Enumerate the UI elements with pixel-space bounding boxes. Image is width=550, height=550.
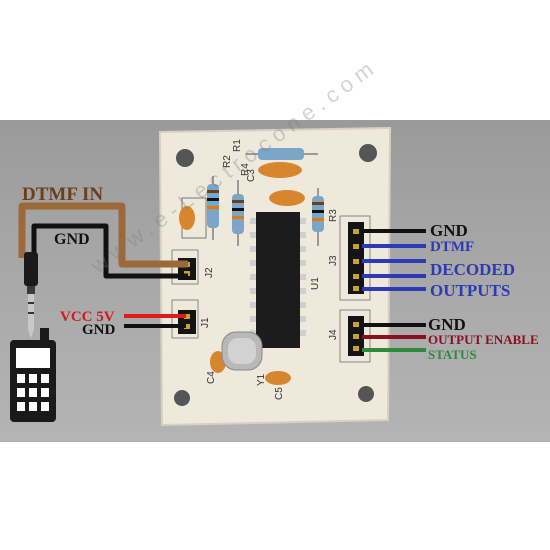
ic-pin bbox=[300, 302, 306, 308]
silk-j2: J2 bbox=[204, 267, 215, 278]
phone-key bbox=[17, 388, 25, 397]
ic-pin bbox=[300, 274, 306, 280]
label-dtmf-in: DTMF IN bbox=[22, 184, 104, 205]
ic-pin bbox=[250, 260, 256, 266]
silk-c3: C3 bbox=[246, 169, 257, 182]
ic-pin bbox=[250, 302, 256, 308]
phone-key bbox=[41, 402, 49, 411]
phone-key bbox=[41, 374, 49, 383]
ic-pin bbox=[300, 316, 306, 322]
header-j1 bbox=[178, 310, 196, 334]
label-decoded: DECODED bbox=[430, 260, 516, 279]
phone-key bbox=[17, 374, 25, 383]
output-wires bbox=[362, 229, 426, 352]
ic-pin bbox=[300, 330, 306, 336]
label-dtmf: DTMF bbox=[430, 239, 475, 255]
header-j3 bbox=[348, 222, 364, 294]
label-gnd-j3: GND bbox=[430, 221, 468, 240]
label-gnd-input: GND bbox=[54, 231, 90, 248]
silk-j1: J1 bbox=[200, 317, 211, 328]
mount-hole bbox=[176, 149, 194, 167]
label-vcc-5v: VCC 5V bbox=[60, 309, 115, 325]
ic-pin bbox=[250, 288, 256, 294]
header-j4 bbox=[348, 316, 364, 356]
mobile-phone-icon bbox=[10, 328, 56, 422]
silk-r3: R3 bbox=[328, 209, 339, 222]
capacitor-c3 bbox=[258, 162, 302, 178]
ic-pin bbox=[250, 316, 256, 322]
label-gnd-j4: GND bbox=[428, 315, 466, 334]
ic-pin bbox=[300, 232, 306, 238]
silk-j3: J3 bbox=[328, 255, 339, 266]
resistor-r2 bbox=[207, 176, 219, 240]
resistor-r3 bbox=[312, 188, 324, 246]
phone-key bbox=[29, 402, 37, 411]
silk-y1: Y1 bbox=[256, 373, 267, 386]
ic-pin bbox=[300, 260, 306, 266]
mount-hole bbox=[174, 390, 190, 406]
label-output-enable: OUTPUT ENABLE bbox=[428, 332, 539, 347]
ic-pin bbox=[250, 218, 256, 224]
silk-c4: C4 bbox=[206, 371, 217, 384]
mount-hole bbox=[358, 386, 374, 402]
ic-pin bbox=[300, 246, 306, 252]
silk-c5: C5 bbox=[274, 387, 285, 400]
phone-key bbox=[29, 374, 37, 383]
resistor-r4 bbox=[232, 180, 244, 246]
resistor-r1 bbox=[246, 148, 318, 160]
ic-pin bbox=[300, 218, 306, 224]
input-wires bbox=[18, 202, 188, 328]
silk-r2: R2 bbox=[222, 155, 233, 168]
phone-key bbox=[29, 388, 37, 397]
mount-hole bbox=[359, 144, 377, 162]
capacitor-c1 bbox=[179, 206, 195, 230]
ic-u1 bbox=[250, 212, 306, 348]
label-outputs: OUTPUTS bbox=[430, 281, 511, 300]
ic-pin bbox=[250, 232, 256, 238]
silk-j4: J4 bbox=[328, 329, 339, 340]
ic-pin bbox=[250, 246, 256, 252]
phone-key bbox=[41, 388, 49, 397]
audio-jack-icon bbox=[24, 252, 38, 338]
silk-u1: U1 bbox=[310, 277, 321, 290]
ic-pin bbox=[300, 288, 306, 294]
phone-key bbox=[17, 402, 25, 411]
ic-pin bbox=[250, 274, 256, 280]
label-status: STATUS bbox=[428, 347, 477, 362]
silk-r4: R4 bbox=[240, 163, 251, 176]
silk-r1: R1 bbox=[232, 139, 243, 152]
capacitor-c5 bbox=[265, 371, 291, 385]
crystal-y1 bbox=[221, 331, 263, 371]
capacitor-c2 bbox=[269, 190, 305, 206]
label-gnd-power: GND bbox=[82, 322, 116, 338]
